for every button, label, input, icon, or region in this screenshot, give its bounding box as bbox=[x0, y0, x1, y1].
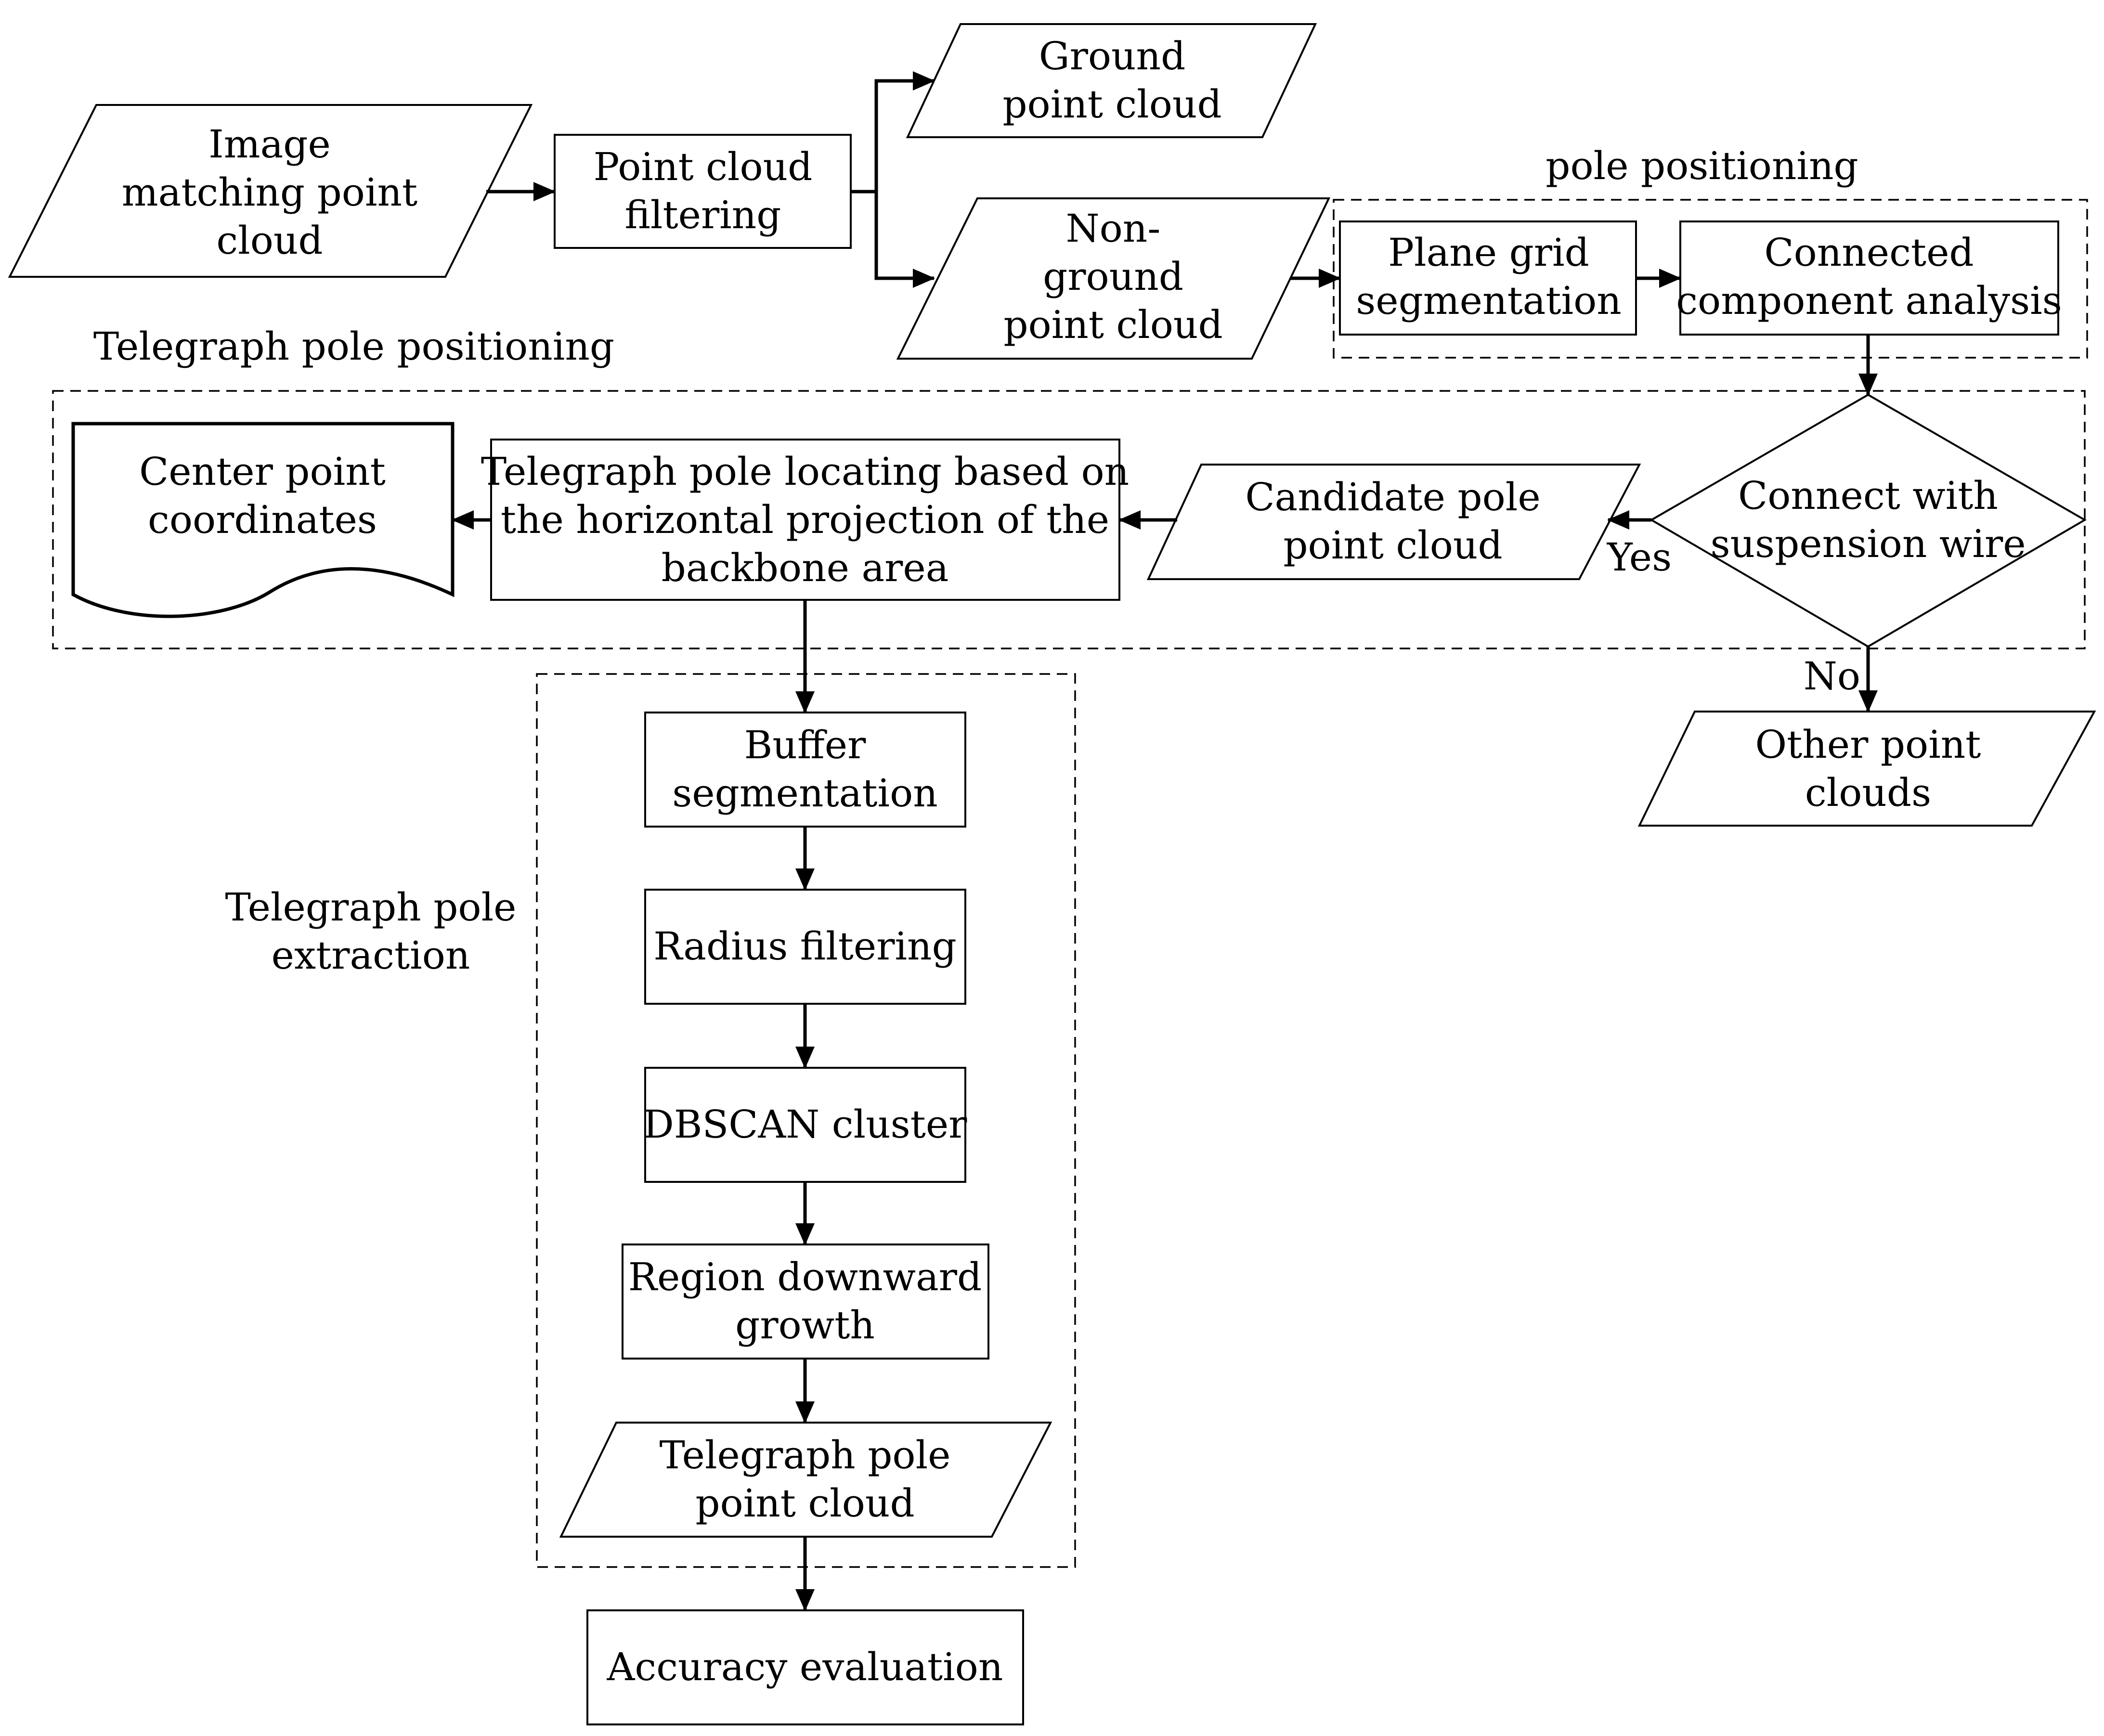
group-telegraph-pole-positioning-box bbox=[52, 390, 2086, 649]
text-line: Point cloud bbox=[594, 144, 813, 189]
edge-label-yes: Yes bbox=[1607, 535, 1672, 580]
node-accuracy-evaluation: Accuracy evaluation bbox=[586, 1609, 1024, 1725]
node-dbscan-cluster: DBSCAN cluster bbox=[643, 1067, 968, 1183]
text-line: Telegraph pole locating based on bbox=[481, 449, 1129, 494]
text-line: coordinates bbox=[148, 497, 377, 542]
text-line: suspension wire bbox=[1710, 521, 2026, 566]
text-line: Candidate pole bbox=[1245, 475, 1540, 519]
node-radius-filtering: Radius filtering bbox=[644, 889, 966, 1005]
text-line: cloud bbox=[216, 218, 323, 263]
svg-text:Accuracy evaluation: Accuracy evaluation bbox=[607, 1645, 1003, 1689]
text-line: ground bbox=[1043, 254, 1183, 299]
text-line: matching point bbox=[122, 170, 417, 215]
svg-text:DBSCAN cluster: DBSCAN cluster bbox=[643, 1102, 968, 1147]
text-line: Connect with bbox=[1738, 473, 1998, 518]
text-line: Telegraph pole positioning bbox=[93, 324, 614, 369]
text-line: backbone area bbox=[662, 545, 949, 590]
svg-text:Radius filtering: Radius filtering bbox=[653, 924, 957, 969]
text-line: clouds bbox=[1805, 770, 1931, 815]
text-line: Ground bbox=[1039, 34, 1186, 78]
group-label-telegraph-pole-positioning: Telegraph pole positioning bbox=[93, 324, 614, 369]
text-line: Other point bbox=[1755, 722, 1981, 767]
edge-label-no: No bbox=[1804, 654, 1860, 699]
text-line: Image bbox=[208, 122, 331, 167]
text-line: Accuracy evaluation bbox=[607, 1645, 1003, 1689]
group-label-pole-positioning: pole positioning bbox=[1546, 143, 1858, 188]
edge-filtering-to-non-ground bbox=[874, 192, 935, 288]
text-line: Radius filtering bbox=[653, 924, 957, 969]
text-line: DBSCAN cluster bbox=[643, 1102, 968, 1147]
text-line: component analysis bbox=[1676, 278, 2062, 323]
text-line: filtering bbox=[625, 193, 781, 237]
text-line: segmentation bbox=[672, 771, 938, 816]
text-line: the horizontal projection of the bbox=[501, 497, 1109, 542]
text-line: point cloud bbox=[1283, 523, 1502, 568]
text-line: Non- bbox=[1066, 206, 1161, 251]
edge-filtering-to-ground bbox=[851, 71, 935, 194]
text-line: Buffer bbox=[744, 723, 866, 767]
text-line: Plane grid bbox=[1388, 230, 1589, 275]
text-line: segmentation bbox=[1356, 278, 1622, 323]
text-line: Telegraph pole bbox=[225, 885, 516, 930]
text-line: pole positioning bbox=[1546, 143, 1858, 188]
text-line: point cloud bbox=[1002, 82, 1221, 127]
text-line: extraction bbox=[272, 933, 470, 978]
text-line: Connected bbox=[1764, 230, 1974, 275]
text-line: Center point bbox=[139, 449, 386, 494]
text-line: point cloud bbox=[1003, 302, 1222, 347]
text-line: Telegraph pole bbox=[659, 1433, 950, 1477]
text-line: growth bbox=[735, 1303, 875, 1347]
text-line: point cloud bbox=[695, 1481, 914, 1526]
text-line: Region downward bbox=[628, 1255, 982, 1299]
